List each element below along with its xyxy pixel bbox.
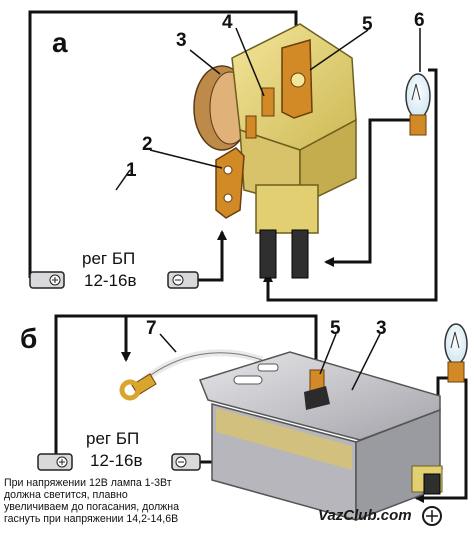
note-line-2: должна светится, плавно (4, 489, 128, 501)
watermark: VazClub.com (318, 506, 442, 526)
note-line-4: гаснуть при напряжении 14,2-14,6В (4, 513, 178, 525)
lamp-a (405, 73, 431, 136)
leaders-a (115, 27, 421, 191)
wire-a-right-to-terminal (196, 230, 227, 282)
label-5-b: 5 (330, 318, 341, 339)
bulb-glass-b (444, 323, 468, 365)
psu-label-b-line2: 12-16в (90, 451, 143, 470)
psu-clamp-a-right (167, 271, 199, 289)
watermark-logo-icon (422, 506, 442, 526)
brush-holder-a (255, 184, 319, 234)
section-b: б 7 5 3 рег БП 12-16в (20, 314, 468, 522)
note-line-3: увеличиваем до погасания, должна (4, 501, 179, 513)
lamp-b (444, 323, 468, 383)
label-3-b: 3 (376, 318, 387, 339)
wire-a-bottom-loop (263, 150, 438, 302)
ring-lug-7 (119, 349, 264, 401)
bulb-glass-a (405, 73, 431, 119)
psu-clamp-a-left (29, 271, 65, 289)
wire-b-left-to-top (54, 314, 321, 460)
terminal-lug-4 (261, 87, 275, 117)
bulb-base-a (409, 114, 427, 136)
regulator-body-b (199, 351, 443, 522)
watermark-text: VazClub.com (318, 507, 412, 524)
psu-label-a-line1: рег БП (82, 249, 135, 268)
label-6-a: 6 (414, 10, 425, 31)
psu-clamp-b-right (171, 453, 201, 471)
label-7-b: 7 (146, 318, 157, 339)
psu-label-b-line1: рег БП (86, 429, 139, 448)
instruction-note: При напряжении 12В лампа 1-3Вт должна св… (4, 477, 179, 525)
label-5-a: 5 (362, 14, 373, 35)
wire-a-lamp-top (428, 68, 438, 150)
section-a: а 3 2 1 4 5 6 рег БП 12-16в (28, 10, 438, 302)
brush-left-a (259, 229, 277, 279)
label-2-a: 2 (142, 134, 153, 155)
psu-label-a-line2: 12-16в (84, 271, 137, 290)
note-line-1: При напряжении 12В лампа 1-3Вт (4, 477, 172, 489)
leaders-b (159, 333, 381, 391)
label-1-a: 1 (126, 160, 137, 181)
section-a-letter: а (52, 27, 68, 58)
copper-bracket-a (215, 147, 245, 219)
bulb-base-b (447, 361, 465, 383)
regulator-body-a (193, 23, 357, 279)
psu-clamp-b-left (37, 453, 73, 471)
brush-right-a (291, 229, 309, 279)
label-4-a: 4 (222, 12, 233, 33)
section-b-letter: б (20, 323, 37, 354)
label-3-a: 3 (176, 30, 187, 51)
